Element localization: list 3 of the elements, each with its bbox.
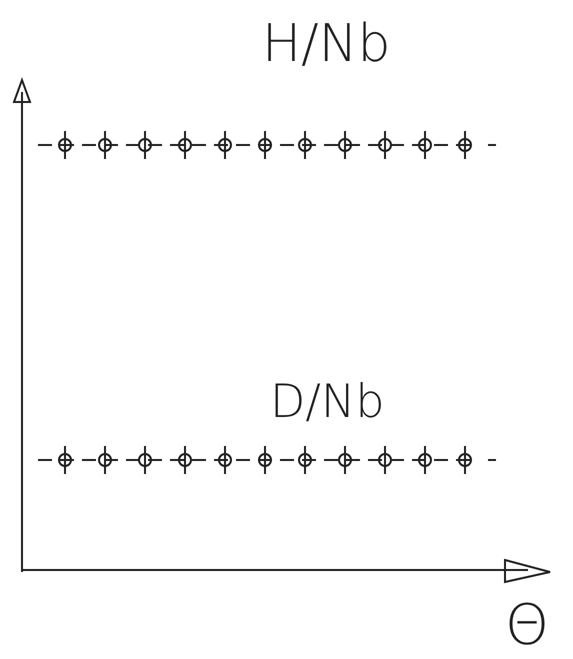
row-label: D/Nb: [270, 378, 385, 424]
axis-label: Θ: [505, 598, 550, 654]
row-label: H/Nb: [262, 18, 391, 70]
